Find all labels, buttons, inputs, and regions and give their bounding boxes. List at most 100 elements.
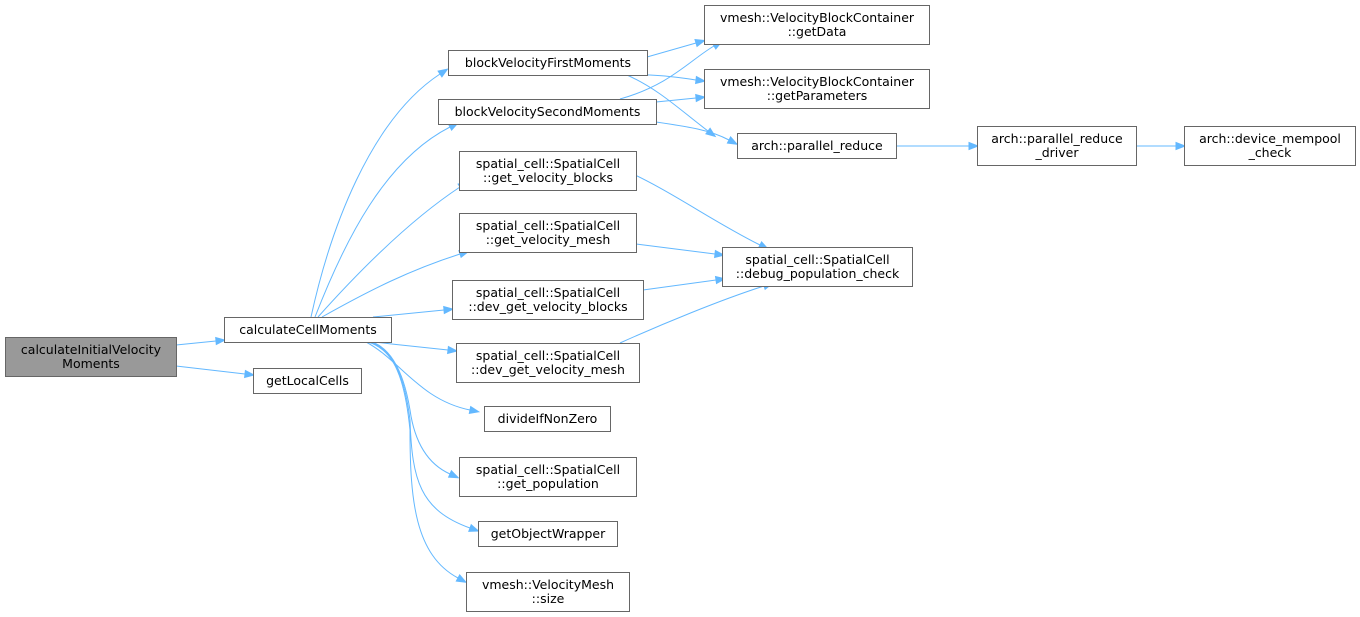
- node-label: vmesh::VelocityMesh: [482, 577, 614, 592]
- node-box[interactable]: [459, 457, 637, 497]
- node-getParameters[interactable]: vmesh::VelocityBlockContainer::getParame…: [704, 69, 930, 109]
- node-label: arch::device_mempool: [1199, 131, 1341, 146]
- edge-line: [175, 340, 217, 346]
- edge-line: [619, 45, 715, 100]
- arrowhead: [1175, 141, 1187, 151]
- node-label: ::get_velocity_blocks: [483, 170, 613, 185]
- arrowhead: [244, 369, 256, 379]
- edge-line: [646, 42, 697, 58]
- node-label: ::get_velocity_mesh: [486, 232, 611, 247]
- arrowhead: [437, 68, 449, 78]
- node-box[interactable]: [459, 213, 637, 253]
- edge-line: [373, 341, 449, 351]
- arrowhead: [695, 93, 707, 103]
- node-calculateCellMoments[interactable]: calculateCellMoments: [224, 317, 392, 343]
- node-box[interactable]: [452, 280, 644, 320]
- node-blockVelocitySecondMoments[interactable]: blockVelocitySecondMoments: [438, 99, 657, 125]
- node-box[interactable]: [459, 151, 637, 191]
- edge-line: [655, 97, 697, 103]
- node-vmesh_size[interactable]: vmesh::VelocityMesh::size: [466, 572, 630, 612]
- node-getObjectWrapper[interactable]: getObjectWrapper: [478, 521, 618, 547]
- node-label: spatial_cell::SpatialCell: [476, 285, 620, 300]
- edge-line: [655, 121, 730, 141]
- node-dev_get_velocity_mesh[interactable]: spatial_cell::SpatialCell::dev_get_veloc…: [456, 343, 640, 383]
- node-dev_get_velocity_blocks[interactable]: spatial_cell::SpatialCell::dev_get_veloc…: [452, 280, 644, 320]
- node-parallel_reduce_driver[interactable]: arch::parallel_reduce_driver: [977, 126, 1137, 166]
- node-label: arch::parallel_reduce: [991, 131, 1123, 146]
- node-parallel_reduce[interactable]: arch::parallel_reduce: [737, 133, 897, 159]
- node-label: getLocalCells: [266, 373, 349, 388]
- edge-line: [314, 126, 451, 318]
- edge-calculateCellMoments-to-divideIfNonZero: [365, 341, 481, 415]
- node-label: ::getData: [788, 24, 847, 39]
- node-box[interactable]: [484, 406, 611, 432]
- node-box[interactable]: [253, 368, 362, 394]
- edge-blockVelocityFirstMoments-to-getData: [646, 39, 707, 58]
- node-box[interactable]: [456, 343, 640, 383]
- edge-calculateCellMoments-to-blockVelocityFirstMoments: [310, 68, 449, 318]
- node-label: Moments: [62, 356, 120, 371]
- edge-calculateCellMoments-to-getObjectWrapper: [369, 341, 480, 532]
- edge-line: [310, 73, 441, 318]
- edge-line: [367, 341, 459, 579]
- node-box[interactable]: [737, 133, 897, 159]
- node-blockVelocityFirstMoments[interactable]: blockVelocityFirstMoments: [448, 50, 648, 76]
- node-label: calculateInitialVelocity: [21, 342, 162, 357]
- node-label: spatial_cell::SpatialCell: [745, 252, 889, 267]
- node-label: arch::parallel_reduce: [751, 138, 883, 153]
- edge-calculateInitialVelocityMoments-to-calculateCellMoments: [175, 336, 227, 346]
- node-device_mempool_check[interactable]: arch::device_mempool_check: [1184, 126, 1356, 166]
- node-box[interactable]: [1184, 126, 1356, 166]
- node-get_population[interactable]: spatial_cell::SpatialCell::get_populatio…: [459, 457, 637, 497]
- arrowhead: [443, 305, 455, 315]
- node-label: ::dev_get_velocity_blocks: [468, 299, 627, 314]
- node-getLocalCells[interactable]: getLocalCells: [253, 368, 362, 394]
- node-label: ::get_population: [497, 476, 599, 491]
- node-label: ::dev_get_velocity_mesh: [471, 362, 625, 377]
- node-get_velocity_mesh[interactable]: spatial_cell::SpatialCell::get_velocity_…: [459, 213, 637, 253]
- arrowhead: [468, 405, 481, 415]
- arrowhead: [447, 469, 460, 479]
- node-box[interactable]: [977, 126, 1137, 166]
- edge-parallel_reduce-to-parallel_reduce_driver: [896, 141, 980, 151]
- node-divideIfNonZero[interactable]: divideIfNonZero: [484, 406, 611, 432]
- node-getData[interactable]: vmesh::VelocityBlockContainer::getData: [704, 5, 930, 45]
- node-get_velocity_blocks[interactable]: spatial_cell::SpatialCell::get_velocity_…: [459, 151, 637, 191]
- node-box[interactable]: [704, 69, 930, 109]
- node-box[interactable]: [438, 99, 657, 125]
- edge-get_velocity_mesh-to-debug_population_check: [635, 243, 726, 259]
- node-box[interactable]: [224, 317, 392, 343]
- edge-line: [372, 309, 445, 318]
- node-box[interactable]: [722, 247, 913, 287]
- edge-line: [175, 365, 246, 375]
- node-box[interactable]: [448, 50, 648, 76]
- edge-dev_get_velocity_blocks-to-debug_population_check: [642, 275, 727, 291]
- edge-line: [371, 341, 451, 475]
- node-box[interactable]: [466, 572, 630, 612]
- edge-line: [619, 285, 765, 344]
- edge-line: [369, 341, 471, 529]
- node-label: divideIfNonZero: [498, 411, 598, 426]
- node-box[interactable]: [704, 5, 930, 45]
- edge-calculateInitialVelocityMoments-to-getLocalCells: [175, 365, 256, 379]
- arrowhead: [714, 249, 726, 259]
- node-label: vmesh::VelocityBlockContainer: [720, 10, 915, 25]
- edge-line: [321, 253, 461, 318]
- node-box[interactable]: [5, 337, 177, 377]
- node-label: spatial_cell::SpatialCell: [476, 156, 620, 171]
- node-debug_population_check[interactable]: spatial_cell::SpatialCell::debug_populat…: [722, 247, 913, 287]
- node-label: ::debug_population_check: [736, 266, 900, 281]
- arrowhead: [694, 39, 707, 48]
- node-label: spatial_cell::SpatialCell: [476, 462, 620, 477]
- edge-calculateCellMoments-to-get_velocity_blocks: [317, 181, 469, 318]
- arrowhead: [215, 336, 227, 346]
- arrowhead: [695, 75, 707, 85]
- node-label: spatial_cell::SpatialCell: [476, 348, 620, 363]
- edge-get_velocity_blocks-to-debug_population_check: [621, 168, 770, 250]
- node-label: getObjectWrapper: [491, 526, 606, 541]
- node-label: _driver: [1034, 145, 1079, 160]
- node-box[interactable]: [478, 521, 618, 547]
- arrowhead: [468, 523, 480, 532]
